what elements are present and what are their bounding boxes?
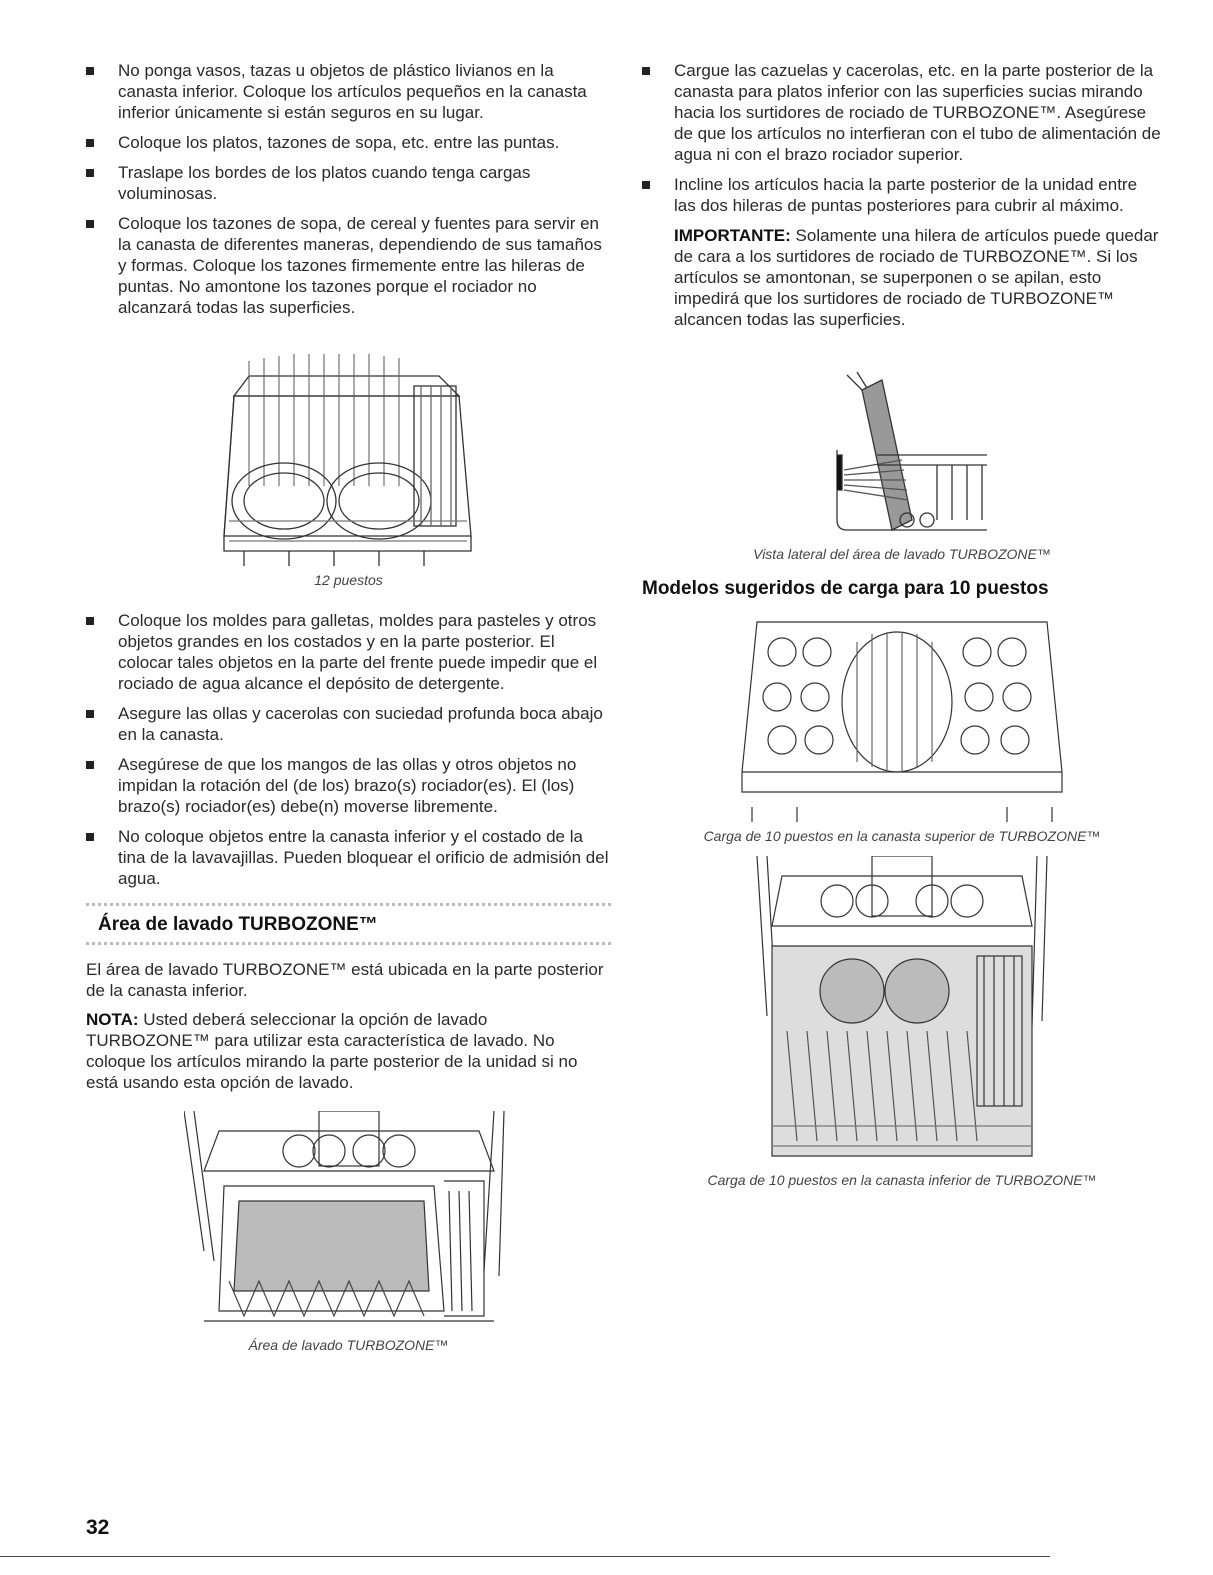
page-bottom-rule	[0, 1556, 1050, 1557]
section-body: El área de lavado TURBOZONE™ está ubicad…	[86, 959, 611, 1093]
figure-caption: Área de lavado TURBOZONE™	[248, 1337, 449, 1353]
right-column: Cargue las cazuelas y cacerolas, etc. en…	[642, 60, 1162, 1188]
loading-tips-list-2: Coloque los moldes para galletas, moldes…	[86, 610, 611, 889]
section-divider-bottom	[86, 942, 611, 945]
bullet-item: Cargue las cazuelas y cacerolas, etc. en…	[642, 60, 1162, 165]
figure-caption: 12 puestos	[314, 572, 383, 588]
figure-caption: Carga de 10 puestos en la canasta inferi…	[707, 1172, 1097, 1188]
side-view-illustration	[836, 371, 987, 531]
section-divider-top	[86, 903, 611, 906]
bullet-item: No ponga vasos, tazas u objetos de plást…	[86, 60, 611, 123]
figure-12-place-settings: 12 puestos	[209, 336, 489, 588]
bullet-item: Incline los artículos hacia la parte pos…	[642, 174, 1162, 216]
turbozone-tips-list: Cargue las cazuelas y cacerolas, etc. en…	[642, 60, 1162, 216]
figure-caption: Carga de 10 puestos en la canasta superi…	[703, 828, 1101, 844]
section-header: Área de lavado TURBOZONE™	[86, 903, 611, 945]
bullet-item: Coloque los platos, tazones de sopa, etc…	[86, 132, 611, 153]
important-label: IMPORTANTE:	[674, 226, 791, 245]
lower-rack-10-settings-illustration	[756, 856, 1048, 1157]
bullet-item: No coloque objetos entre la canasta infe…	[86, 826, 611, 889]
bullet-item: Asegure las ollas y cacerolas con sucied…	[86, 703, 611, 745]
bullet-item: Asegúrese de que los mangos de las ollas…	[86, 754, 611, 817]
figure-turbozone-area: Área de lavado TURBOZONE™	[183, 1111, 514, 1353]
page-number: 32	[86, 1516, 110, 1539]
important-note: IMPORTANTE: Solamente una hilera de artí…	[674, 225, 1162, 330]
loading-tips-list: No ponga vasos, tazas u objetos de plást…	[86, 60, 611, 318]
paragraph: El área de lavado TURBOZONE™ está ubicad…	[86, 960, 604, 1000]
section-title: Área de lavado TURBOZONE™	[98, 914, 378, 935]
lower-rack-12-settings-illustration	[222, 354, 472, 566]
bullet-item: Traslape los bordes de los platos cuando…	[86, 162, 611, 204]
figure-lower-rack-10	[752, 856, 1052, 1166]
bullet-item: Coloque los moldes para galletas, moldes…	[86, 610, 611, 694]
note-paragraph: NOTA: Usted deberá seleccionar la opción…	[86, 1009, 611, 1093]
important-text: Solamente una hilera de artículos puede …	[674, 226, 1159, 329]
note-label: NOTA:	[86, 1010, 139, 1029]
loading-models-heading: Modelos sugeridos de carga para 10 puest…	[642, 578, 1049, 599]
left-column: No ponga vasos, tazas u objetos de plást…	[86, 60, 611, 1353]
note-text: Usted deberá seleccionar la opción de la…	[86, 1010, 578, 1092]
bullet-item: Coloque los tazones de sopa, de cereal y…	[86, 213, 611, 318]
turbozone-area-illustration	[183, 1111, 505, 1322]
figure-upper-rack-10	[737, 612, 1067, 822]
upper-rack-10-settings-illustration	[741, 621, 1063, 822]
figure-caption: Vista lateral del área de lavado TURBOZO…	[753, 546, 1051, 562]
figure-side-view	[832, 360, 1002, 540]
